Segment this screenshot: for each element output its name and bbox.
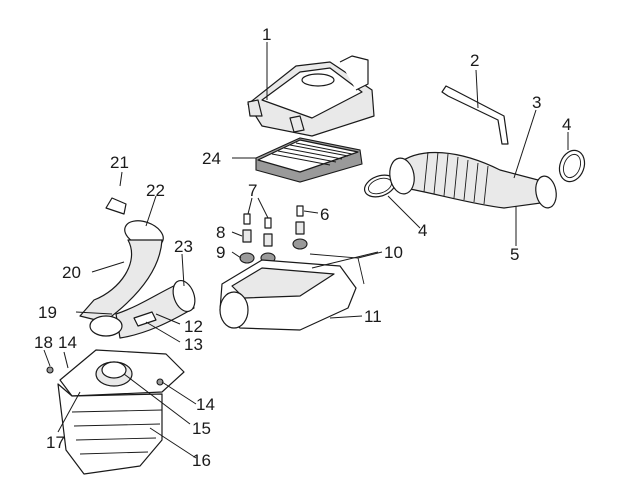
callout-18: 18: [34, 333, 53, 352]
callout-7: 7: [248, 181, 257, 200]
intake-hose: [389, 151, 557, 209]
callout-17: 17: [46, 433, 65, 452]
callout-23: 23: [174, 237, 193, 256]
callout-9: 9: [216, 243, 225, 262]
callout-4a: 4: [418, 221, 427, 240]
callout-14a: 14: [58, 333, 77, 352]
callout-13: 13: [184, 335, 203, 354]
callout-15: 15: [192, 419, 211, 438]
air-cleaner-cover: [247, 55, 375, 137]
leader-lines: [43, 42, 569, 459]
callout-21: 21: [110, 153, 129, 172]
callout-19: 19: [38, 303, 57, 322]
air-filter-element: [255, 137, 363, 183]
callout-11: 11: [364, 307, 382, 326]
callout-10: 10: [384, 243, 403, 262]
callout-14b: 14: [196, 395, 215, 414]
callout-1: 1: [262, 25, 271, 44]
callout-12: 12: [184, 317, 203, 336]
upper-intake-duct: [79, 197, 164, 323]
callout-5: 5: [510, 245, 519, 264]
resonator-box: [46, 349, 185, 475]
callout-24: 24: [202, 149, 221, 168]
air-cleaner-case: [219, 253, 365, 331]
callout-labels: 1 2 3 4 4 5 6 7 8 9 10 11 12 13 14 14 15…: [34, 25, 571, 470]
breather-rod: [441, 85, 509, 145]
callout-8: 8: [216, 223, 225, 242]
callout-3: 3: [532, 93, 541, 112]
hose-clamp-left: [363, 174, 397, 198]
callout-20: 20: [62, 263, 81, 282]
screws-and-grommets: [239, 205, 308, 264]
hose-clamp-right: [558, 149, 586, 183]
callout-6: 6: [320, 205, 329, 224]
callout-16: 16: [192, 451, 211, 470]
lower-intake-duct: [89, 279, 196, 339]
callout-22: 22: [146, 181, 165, 200]
callout-4b: 4: [562, 115, 571, 134]
callout-2: 2: [470, 51, 479, 70]
